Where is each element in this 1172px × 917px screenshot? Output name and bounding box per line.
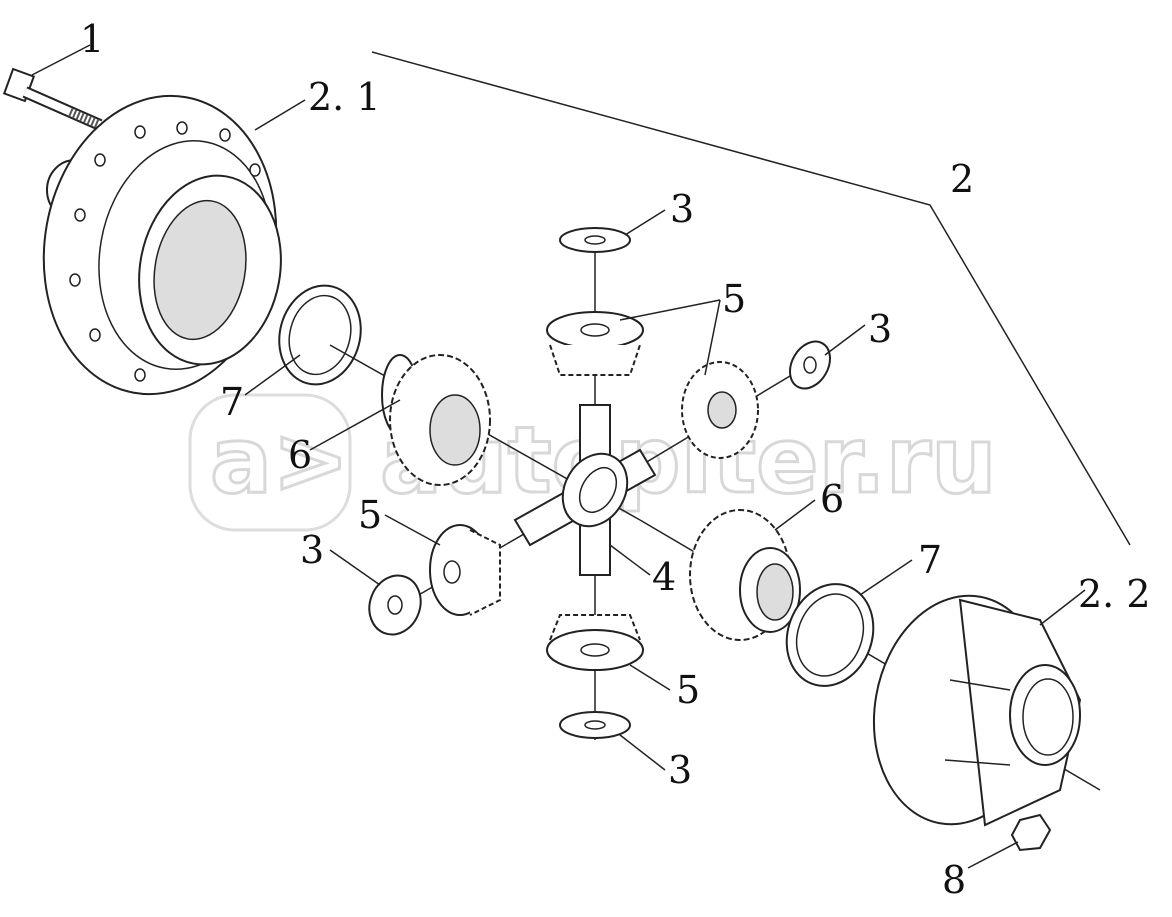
bolt-part [2,67,103,131]
callout-4: 4 [652,555,676,599]
watermark-logo: a> [210,407,349,514]
side-gear-left [381,354,491,486]
callout-2-1: 2. 1 [308,75,381,119]
callout-3-bottom: 3 [668,748,692,792]
washer-right [789,340,831,390]
pinion-gear-left [429,524,501,616]
callout-1: 1 [80,17,104,61]
pinion-gear-bottom [546,614,644,671]
callout-labels: 1 2. 1 2 3 5 3 7 6 6 5 3 4 7 2. 2 5 3 8 [80,17,1151,902]
callout-7-left: 7 [220,380,244,424]
thrust-washer-left [278,284,362,386]
callout-5-left: 5 [358,493,382,537]
housing-half-left [42,94,282,396]
callout-3-left: 3 [300,528,324,572]
pinion-gear-top [546,311,644,376]
callout-8: 8 [942,858,966,902]
callout-2: 2 [950,157,974,201]
callout-3-right: 3 [868,307,892,351]
callout-leader-lines [31,44,1086,869]
callout-3-top: 3 [670,187,694,231]
washer-top [559,227,631,253]
pinion-gear-right [681,361,759,459]
callout-5-top: 5 [722,277,746,321]
washer-left [368,574,422,636]
spider-cross-part [513,404,657,576]
callout-7-right: 7 [918,538,942,582]
callout-6-right: 6 [820,477,844,521]
nut-part [1010,813,1052,852]
housing-half-right [872,594,1082,827]
washer-bottom [559,711,631,739]
side-gear-right [689,509,801,641]
group-bracket-line [371,51,1131,546]
callout-6-left: 6 [288,433,312,477]
callout-2-2: 2. 2 [1078,572,1151,616]
callout-5-bottom: 5 [676,668,700,712]
